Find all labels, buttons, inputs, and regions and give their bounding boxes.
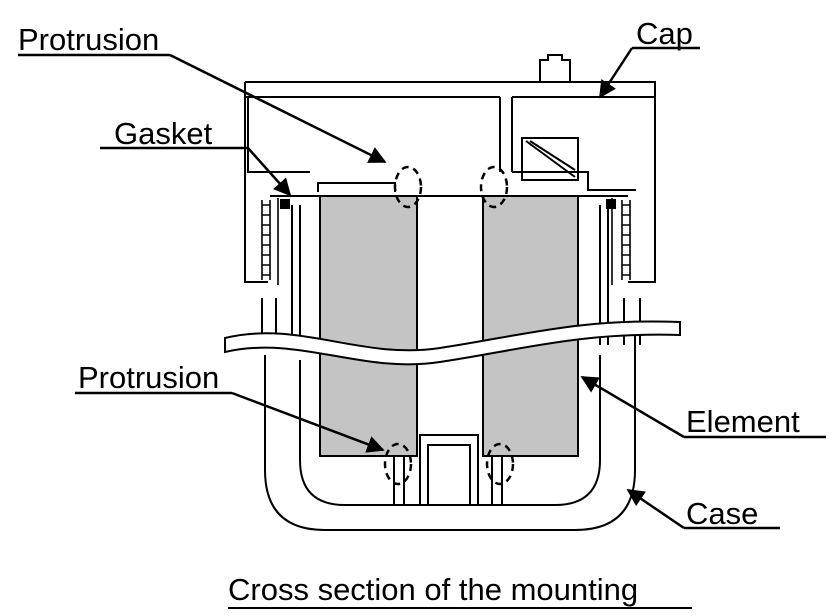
break-lines <box>224 320 681 366</box>
cap <box>244 54 656 283</box>
leader-lines <box>18 46 826 609</box>
element-right <box>482 195 579 457</box>
right-thread <box>611 198 631 285</box>
element-left <box>319 195 418 457</box>
label-gasket: Gasket <box>114 116 213 151</box>
label-protrusion-bottom: Protrusion <box>78 360 220 395</box>
label-cap: Cap <box>636 16 693 51</box>
label-protrusion-top: Protrusion <box>18 22 160 57</box>
caption: Cross section of the mounting <box>228 572 639 607</box>
protrusion-markers <box>383 165 515 486</box>
gasket-left <box>280 199 290 209</box>
label-element: Element <box>686 404 800 439</box>
label-case: Case <box>686 496 759 531</box>
case <box>261 205 641 531</box>
gasket-right <box>606 199 616 209</box>
left-thread <box>261 198 279 285</box>
